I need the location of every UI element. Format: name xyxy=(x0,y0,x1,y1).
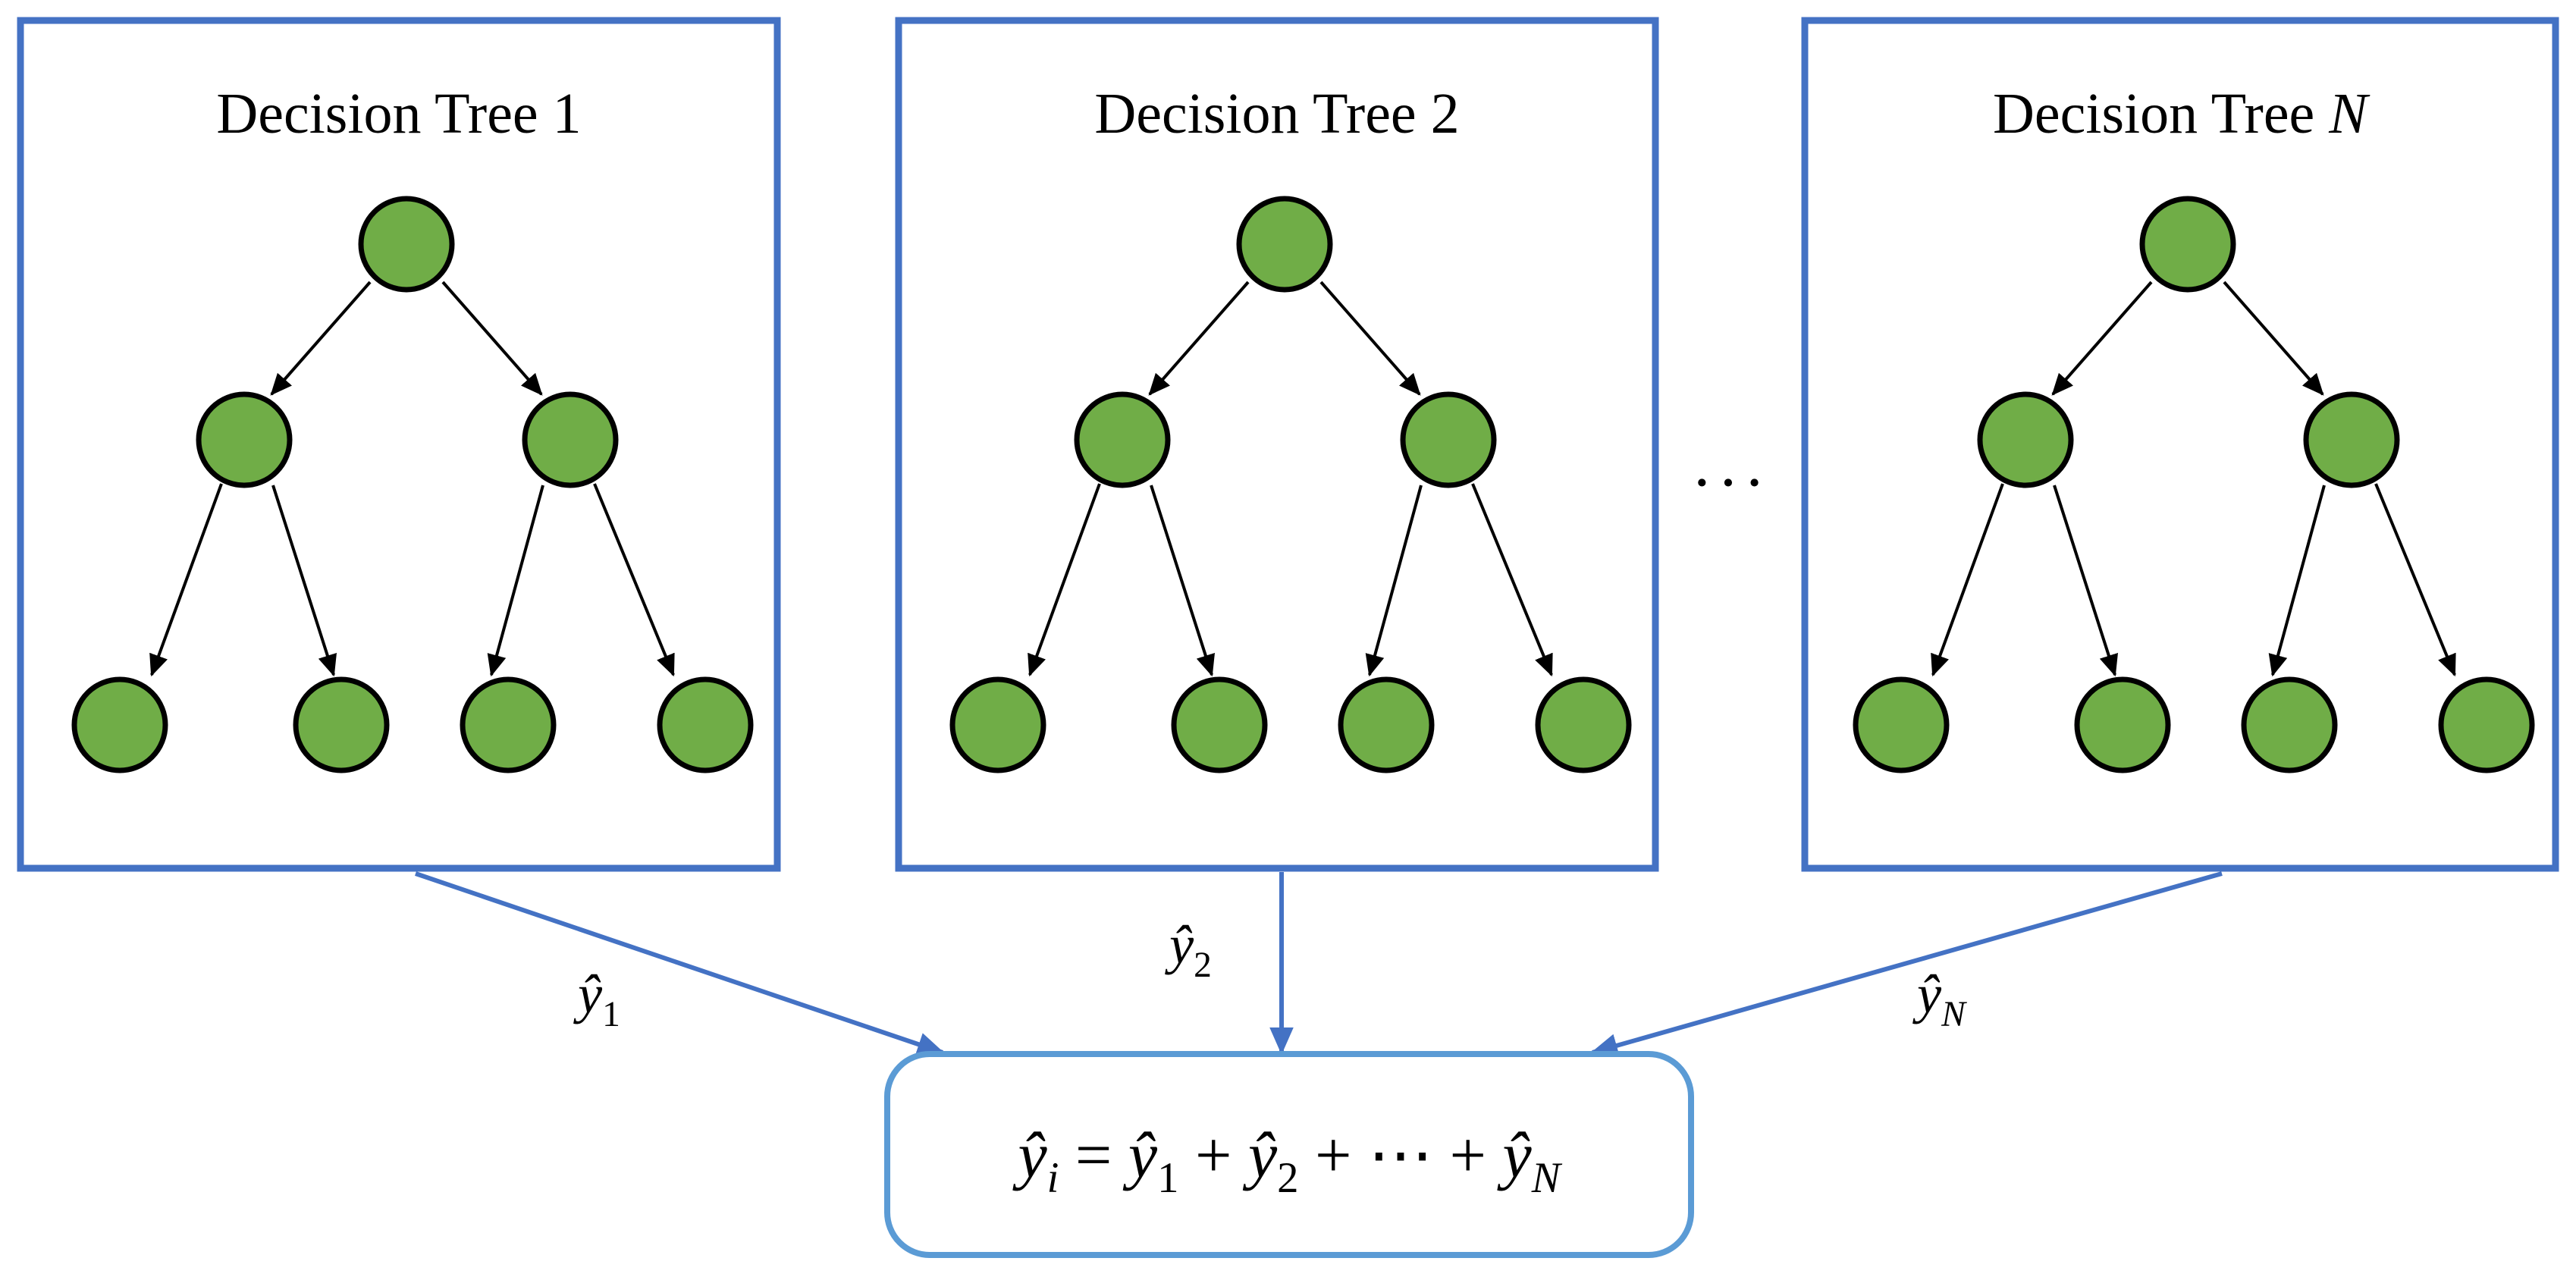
aggregation-arrow-tree-1 xyxy=(415,871,945,1056)
edge-label-yhat-1-base: ŷ xyxy=(573,964,602,1024)
panel-title-prefix-n: Decision Tree xyxy=(1993,82,2329,146)
tree-node-n-mid-left[interactable] xyxy=(1977,391,2074,488)
tree-edge-n-root-left xyxy=(2051,281,2153,396)
edge-label-yhat-n-sub: N xyxy=(1941,995,1967,1034)
edge-label-yhat-n-base: ŷ xyxy=(1912,964,1941,1024)
tree-node-2-leaf-4[interactable] xyxy=(1535,676,1632,773)
tree-edge-n-root-right xyxy=(2223,281,2324,396)
tree-node-1-leaf-4[interactable] xyxy=(657,676,754,773)
tree-edge-2-root-left xyxy=(1148,281,1250,396)
tree-node-1-leaf-2[interactable] xyxy=(293,676,390,773)
tree-edge-1-root-left xyxy=(270,281,372,396)
panel-tree-1[interactable]: Decision Tree 1 xyxy=(17,17,781,872)
edge-label-yhat-n: ŷN xyxy=(1912,964,1967,1034)
tree-node-n-leaf-2[interactable] xyxy=(2074,676,2171,773)
edge-label-yhat-2: ŷ2 xyxy=(1164,915,1212,985)
tree-edge-2-root-right xyxy=(1319,281,1421,396)
tree-edge-n-midleft-leaf1 xyxy=(1931,483,2004,677)
tree-node-n-leaf-4[interactable] xyxy=(2438,676,2535,773)
tree-node-2-mid-right[interactable] xyxy=(1400,391,1497,488)
tree-node-1-mid-left[interactable] xyxy=(196,391,293,488)
tree-node-n-leaf-3[interactable] xyxy=(2241,676,2338,773)
tree-edge-n-midleft-leaf2 xyxy=(2053,485,2118,677)
tree-node-n-leaf-1[interactable] xyxy=(1853,676,1950,773)
tree-node-2-mid-left[interactable] xyxy=(1074,391,1171,488)
tree-edge-1-midright-leaf4 xyxy=(593,483,675,677)
tree-node-1-leaf-1[interactable] xyxy=(71,676,168,773)
aggregation-box-border xyxy=(884,1051,1694,1258)
edge-label-yhat-2-sub: 2 xyxy=(1194,946,1212,985)
tree-node-2-root[interactable] xyxy=(1236,196,1333,293)
edge-label-yhat-1: ŷ1 xyxy=(573,964,620,1034)
edge-label-yhat-1-sub: 1 xyxy=(602,995,620,1034)
tree-edge-1-midleft-leaf1 xyxy=(149,483,223,677)
tree-node-2-leaf-2[interactable] xyxy=(1171,676,1268,773)
tree-node-1-leaf-3[interactable] xyxy=(460,676,557,773)
tree-edge-1-midright-leaf3 xyxy=(487,485,544,677)
tree-node-1-mid-right[interactable] xyxy=(522,391,619,488)
tree-node-n-root[interactable] xyxy=(2139,196,2236,293)
tree-edge-n-midright-leaf3 xyxy=(2268,485,2326,677)
tree-node-2-leaf-1[interactable] xyxy=(949,676,1046,773)
panel-title-tree-1: Decision Tree 1 xyxy=(216,82,581,146)
aggregation-box[interactable]: ŷi = ŷ1 + ŷ2 + ⋯ + ŷN xyxy=(884,1051,1694,1258)
ellipsis-between-panels: ··· xyxy=(1691,446,1770,519)
panel-tree-2[interactable]: Decision Tree 2 xyxy=(895,17,1659,872)
tree-edge-1-root-right xyxy=(441,281,543,396)
panel-title-prefix-1: Decision Tree xyxy=(216,82,552,146)
tree-node-n-mid-right[interactable] xyxy=(2303,391,2400,488)
tree-edge-2-midright-leaf4 xyxy=(1471,483,1553,677)
aggregation-arrow-tree-n xyxy=(1590,871,2223,1058)
aggregation-formula: ŷi = ŷ1 + ŷ2 + ⋯ + ŷN xyxy=(1012,1118,1562,1202)
tree-edge-2-midleft-leaf1 xyxy=(1028,483,1101,677)
tree-node-2-leaf-3[interactable] xyxy=(1338,676,1435,773)
tree-edge-2-midleft-leaf2 xyxy=(1150,485,1215,677)
panel-title-index-n: N xyxy=(2328,82,2370,146)
panel-tree-n[interactable]: Decision Tree N xyxy=(1801,17,2559,872)
tree-edge-1-midleft-leaf2 xyxy=(271,485,337,677)
tree-edge-n-midright-leaf4 xyxy=(2374,483,2456,677)
edge-label-yhat-2-base: ŷ xyxy=(1164,915,1194,975)
panel-title-tree-2: Decision Tree 2 xyxy=(1094,82,1459,146)
tree-edge-2-midright-leaf3 xyxy=(1365,485,1423,677)
panel-title-prefix-2: Decision Tree xyxy=(1094,82,1430,146)
tree-node-1-root[interactable] xyxy=(358,196,455,293)
panel-title-index-1: 1 xyxy=(553,82,582,146)
panel-title-tree-n: Decision Tree N xyxy=(1993,82,2370,146)
panel-title-index-2: 2 xyxy=(1431,82,1460,146)
